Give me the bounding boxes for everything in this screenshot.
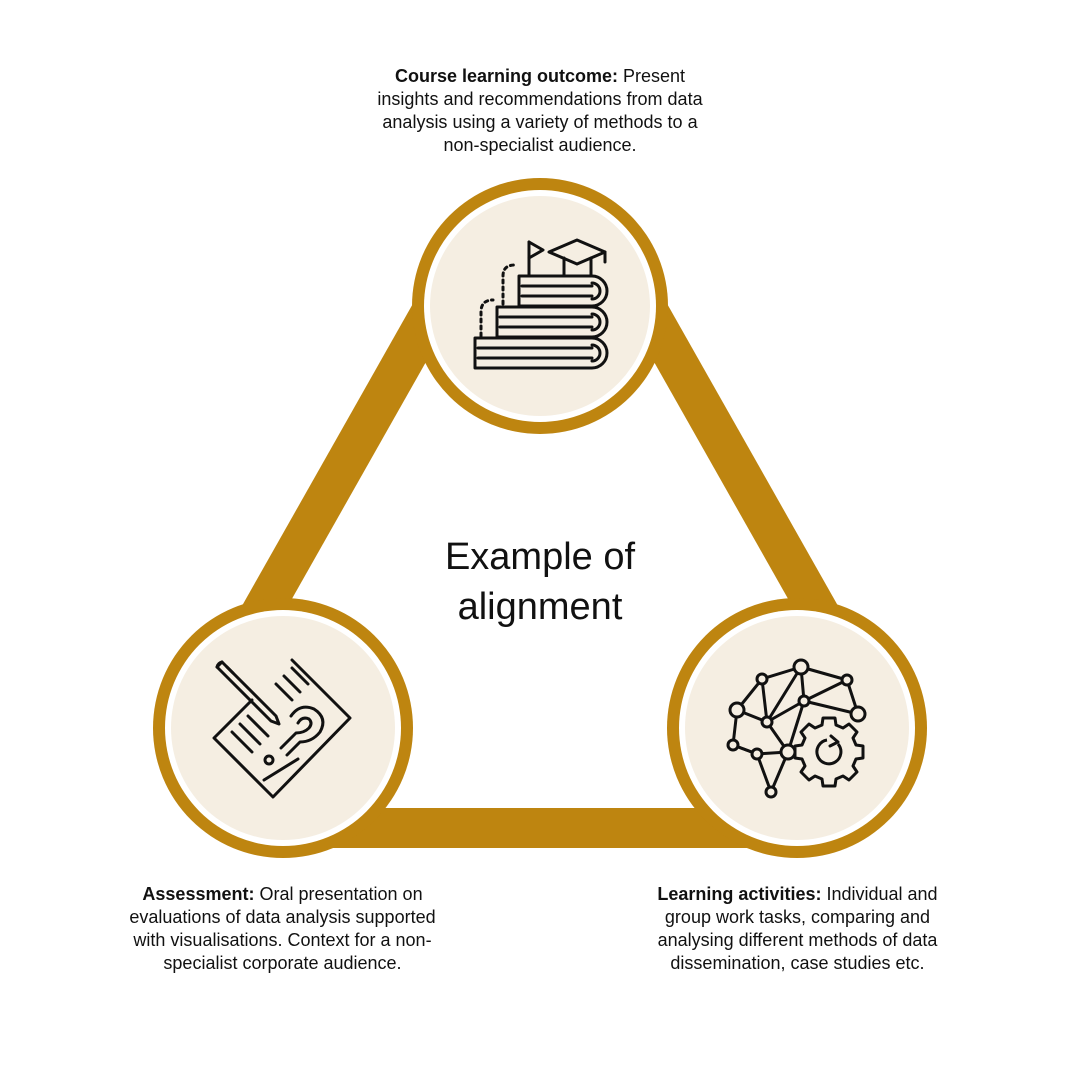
question-document-pencil-icon (212, 658, 352, 799)
caption-text: Present insights and recommendations fro… (377, 66, 703, 155)
caption-text: Individual and group work tasks, compari… (657, 884, 938, 973)
caption-heading: Assessment: (142, 884, 255, 904)
caption-text: Oral presentation on evaluations of data… (129, 884, 436, 973)
node-assessment (153, 598, 413, 858)
books-graduation-cap-icon (473, 238, 609, 370)
caption-assessment: Assessment: Oral presentation on evaluat… (120, 883, 445, 975)
caption-learning-activities: Learning activities: Individual and grou… (645, 883, 950, 975)
node-learning-activities (667, 598, 927, 858)
caption-course-learning-outcome: Course learning outcome: Present insight… (370, 65, 710, 157)
caption-heading: Course learning outcome: (394, 66, 618, 86)
node-course-learning-outcome (412, 178, 668, 434)
caption-heading: Learning activities: (657, 884, 822, 904)
gear-icon (793, 716, 865, 788)
brain-network-gear-icon (726, 658, 867, 799)
diagram-title: Example of alignment (444, 536, 636, 628)
